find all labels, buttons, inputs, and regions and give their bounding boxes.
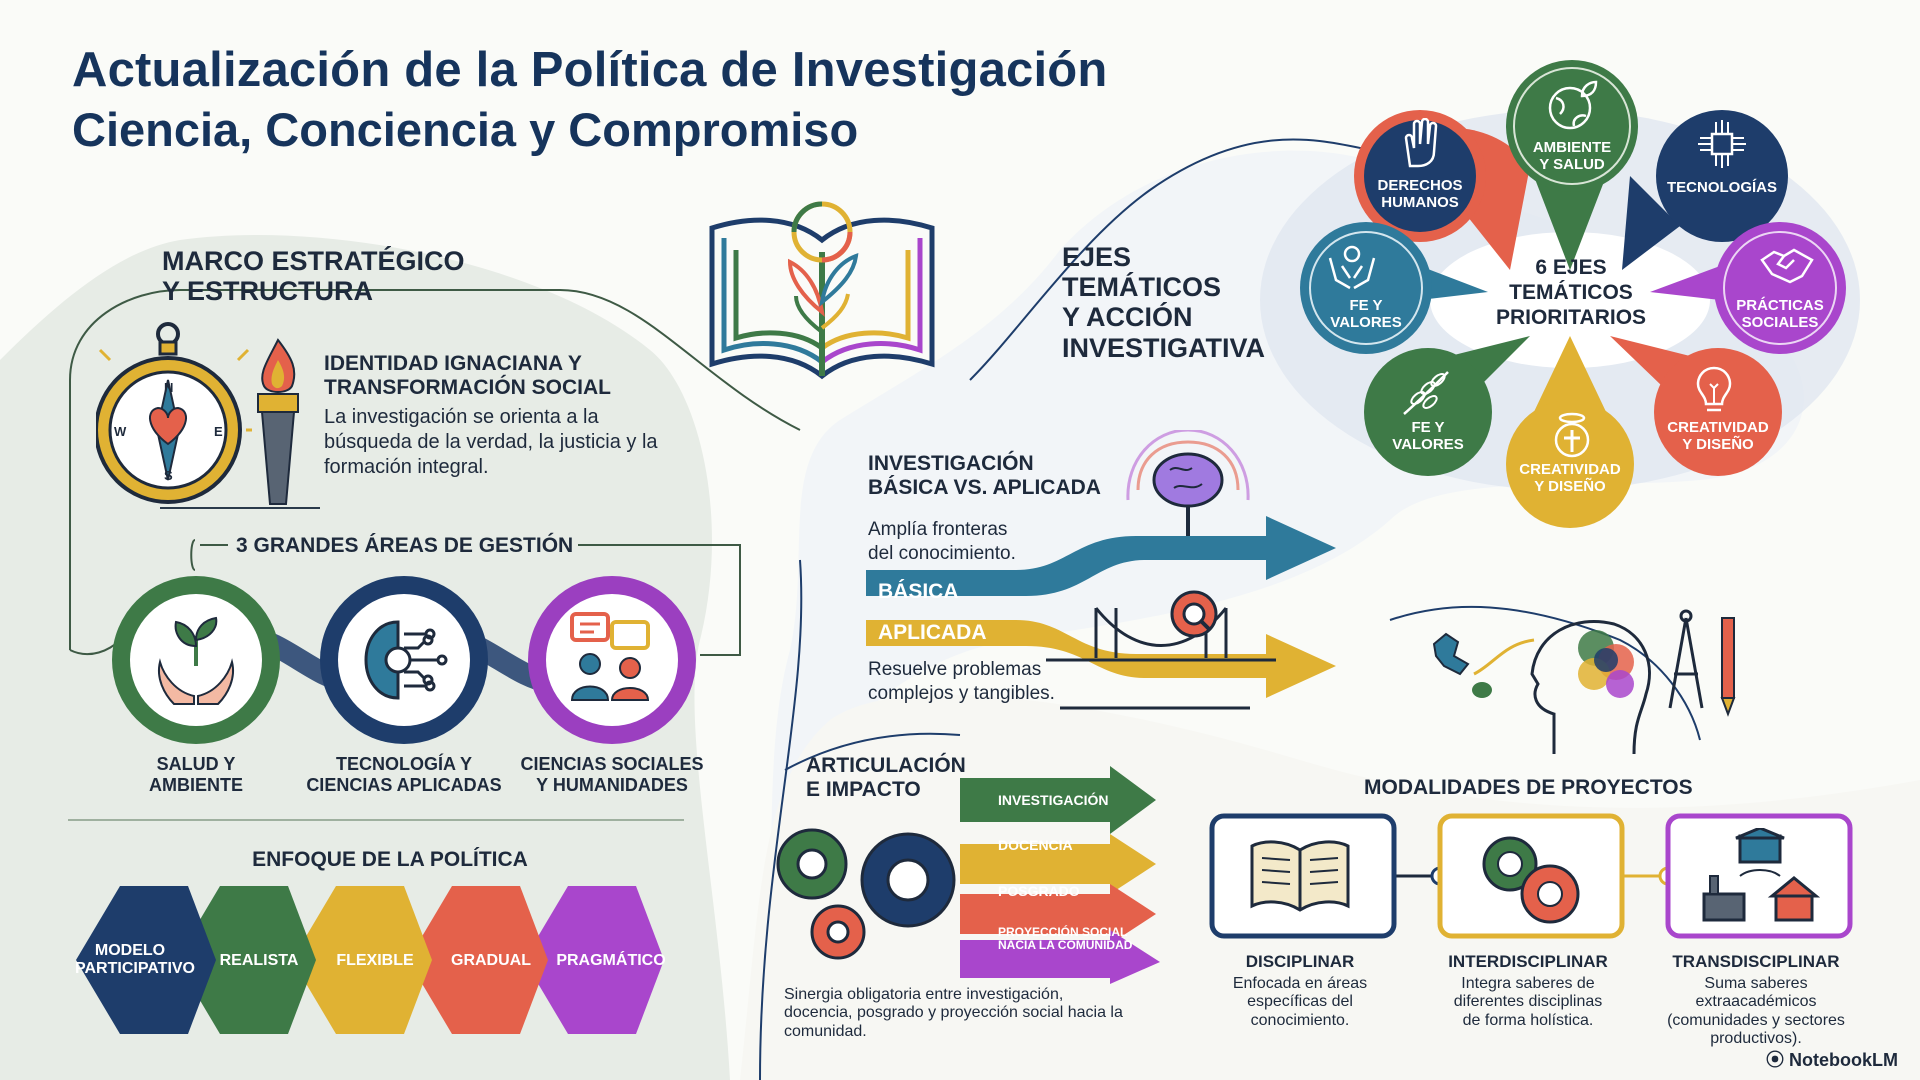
lightbulb-icon [1696, 366, 1732, 412]
enfoque-gradual: GRADUAL [451, 952, 531, 969]
brand-icon: ⦿ [1766, 1050, 1790, 1070]
head-ideas-icon [1432, 609, 1736, 754]
sinergia-text: Sinergia obligatoria entre investigación… [784, 986, 1123, 1040]
chip-icon [1698, 120, 1746, 168]
olive-branch-icon [1403, 371, 1449, 415]
page-title: Actualización de la Política de Investig… [72, 43, 1108, 97]
aplicada-label: APLICADA [878, 621, 987, 644]
enfoque-title: ENFOQUE DE LA POLÍTICA [252, 848, 528, 871]
areas-title: 3 GRANDES ÁREAS DE GESTIÓN [236, 534, 574, 557]
open-book-icon [1250, 840, 1350, 912]
eje-tecnologias: Tecnologías [1666, 179, 1777, 196]
book-tree-logo-icon [709, 201, 935, 380]
gear-circuit-icon [364, 620, 448, 700]
articulacion-arrows [960, 766, 1160, 984]
hands-plant-icon [158, 616, 234, 705]
area-label-salud: SALUD Y AMBIENTE [149, 754, 243, 795]
enfoque-realista: REALISTA [219, 952, 299, 969]
ejes-center-label: 6 EJES TEMÁTICOS PRIORITARIOS [1495, 256, 1647, 329]
modalidad-interdisciplinar-title: INTERDISCIPLINAR [1448, 952, 1608, 971]
modalidad-disciplinar-title: DISCIPLINAR [1245, 952, 1355, 971]
basica-description: Amplía fronteras del conocimiento. [868, 519, 1016, 564]
arrow-proyeccion-social: PROYECCIÓN SOCIAL NACIA LA COMUNIDAD [998, 925, 1133, 953]
eje-derechos-humanos: Derechos Humanos [1377, 177, 1463, 211]
torch-icon [257, 338, 299, 505]
identity-title: IDENTIDAD IGNACIANA Y TRANSFORMACIÓN SOC… [324, 352, 611, 399]
modalidad-transdisciplinar-title: TRANSDISCIPLINAR [1672, 952, 1840, 971]
page-subtitle: Ciencia, Conciencia y Compromiso [72, 103, 859, 156]
ejes-bubble-cluster [1300, 60, 1846, 528]
marco-title: MARCO ESTRATÉGICO Y ESTRUCTURA [162, 246, 465, 307]
compass-letter-n: N [164, 380, 173, 395]
aplicada-description: Resuelve problemas complejos y tangibles… [868, 659, 1055, 704]
basica-aplicada-bands [866, 516, 1336, 710]
enfoque-flexible: FLEXIBLE [336, 952, 414, 969]
globe-leaf-icon [1548, 80, 1598, 130]
community-icon [1702, 828, 1820, 922]
people-chat-icon [570, 612, 650, 701]
investigacion-title: INVESTIGACIÓN BÁSICA VS. APLICADA [868, 452, 1101, 499]
modalidades-title: MODALIDADES DE PROYECTOS [1364, 776, 1693, 799]
gears-icon [776, 828, 956, 960]
ejes-title: EJES TEMÁTICOS Y ACCIÓN INVESTIGATIVA [1062, 242, 1266, 363]
compass-icon: N E S W [96, 322, 252, 504]
cross-halo-icon [1554, 412, 1590, 458]
identity-description: La investigación se orienta a la búsqued… [324, 406, 658, 478]
praying-hands-icon [1328, 245, 1376, 290]
eje-creatividad-right: Creatividad y Diseño [1667, 419, 1769, 453]
enfoque-hexagons [76, 886, 664, 1034]
brain-icon [1126, 430, 1250, 558]
articulacion-title: ARTICULACIÓN E IMPACTO [806, 754, 966, 801]
compass-letter-e: E [214, 424, 223, 439]
compass-letter-w: W [114, 424, 127, 439]
eje-practicas-sociales: Prácticas Sociales [1736, 297, 1824, 331]
brand-label: ⦿ NotebookLM [1766, 1046, 1898, 1072]
enfoque-pragmatico: PRAGMÁTICO [556, 952, 666, 969]
eje-creatividad-bottom: Creatividad y Diseño [1519, 461, 1621, 495]
arrow-investigacion: INVESTIGACIÓN [998, 792, 1109, 808]
modalidad-transdisciplinar-desc: Suma saberes extraacadémicos (comunidade… [1667, 975, 1845, 1048]
enfoque-participativo: MODELO PARTICIPATIVO [75, 942, 195, 978]
modalidad-interdisciplinar-desc: Integra saberes de diferentes disciplina… [1453, 975, 1603, 1029]
handshake-icon [1760, 248, 1814, 284]
eje-fe-valores-bottom: Fe y Valores [1392, 419, 1464, 453]
hand-icon [1404, 118, 1438, 168]
eje-ambiente-salud: Ambiente y Salud [1532, 139, 1612, 173]
compass-letter-s: S [164, 468, 173, 483]
brand-text: NotebookLM [1789, 1050, 1898, 1070]
eje-fe-valores-left: Fe y Valores [1330, 297, 1402, 331]
area-label-tecnologia: TECNOLOGÍA Y CIENCIAS APLICADAS [306, 754, 502, 795]
arrow-docencia: DOCENCIA [998, 837, 1073, 853]
arrow-posgrado: POSGRADO [998, 883, 1080, 899]
gears-inter-icon [1482, 836, 1580, 924]
area-label-ciencias-sociales: CIENCIAS SOCIALES Y HUMANIDADES [520, 754, 704, 795]
modalidad-disciplinar-desc: Enfocada en áreas específicas del conoci… [1232, 975, 1368, 1029]
gear-magnifier-icon [1170, 590, 1218, 638]
basica-label: BÁSICA [878, 580, 959, 603]
